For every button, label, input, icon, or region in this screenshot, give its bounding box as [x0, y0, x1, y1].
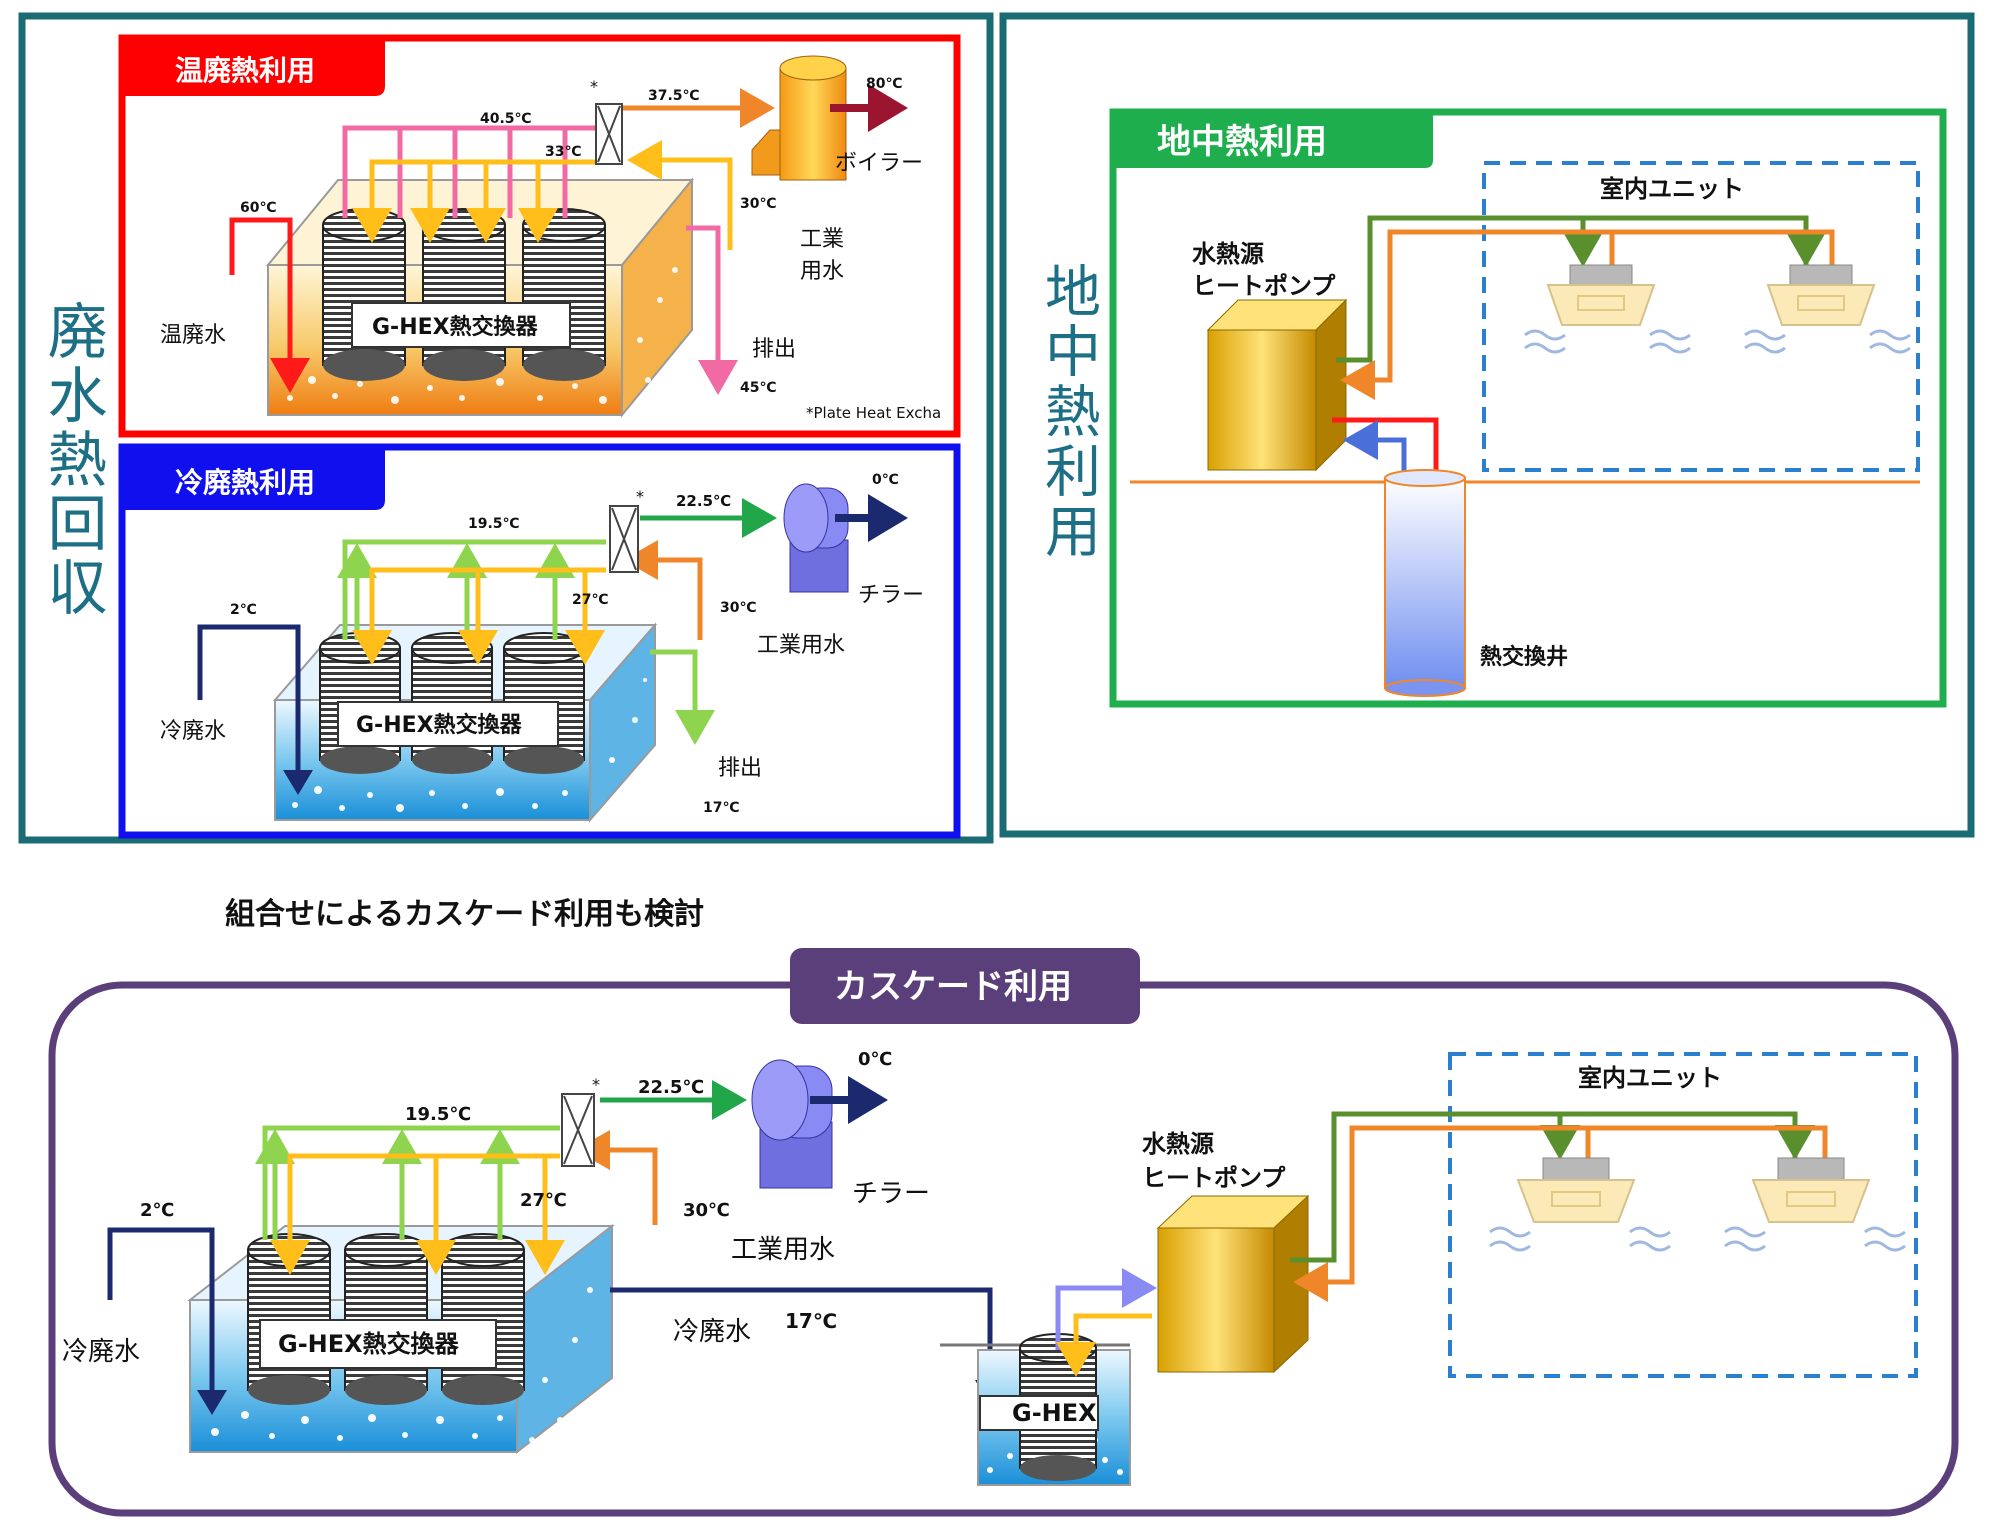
chiller-icon — [783, 483, 908, 593]
cascade-temp-return: 27℃ — [520, 1190, 567, 1211]
hot-temp-out: 37.5℃ — [648, 88, 700, 104]
cold-temp-discharge: 17℃ — [703, 800, 739, 816]
geo-heat-exchange-well — [1384, 469, 1466, 697]
waste-heat-vertical-title: 廃水熱回収 — [37, 300, 107, 620]
cold-chiller-label: チラー — [858, 583, 924, 608]
cold-panel-tab — [122, 447, 385, 510]
cold-panel-frame — [118, 443, 961, 839]
hot-temp-return: 33℃ — [545, 144, 581, 160]
cascade-panel: カスケード利用 G-HEX熱交換器 — [48, 948, 1959, 1517]
cold-panel-label: 冷廃熱利用 — [175, 466, 315, 499]
cascade-temp-flow: 17℃ — [785, 1309, 837, 1333]
cascade-chiller-label: チラー — [852, 1179, 930, 1209]
combination-note: 組合せによるカスケード利用も検討 — [225, 897, 704, 932]
cascade-heat-pump-label-2: ヒートポンプ — [1142, 1164, 1286, 1192]
cascade-temp-loop: 19.5℃ — [405, 1104, 471, 1125]
hot-piping — [229, 88, 775, 395]
cascade-temp-out: 22.5℃ — [638, 1077, 704, 1098]
cold-valve-marker: * — [636, 487, 644, 506]
geo-panel-label: 地中熱利用 — [1157, 122, 1327, 162]
hot-temp-boiler: 80℃ — [866, 76, 902, 92]
cold-discharge-label: 排出 — [718, 756, 762, 781]
hot-footnote: *Plate Heat Excha — [806, 404, 941, 422]
cold-temp-water: 30℃ — [720, 600, 756, 616]
small-ghex-label: G-HEX — [1012, 1399, 1097, 1427]
hot-waste-heat-panel: 温廃熱利用 G-HEX熱交換器 — [118, 34, 961, 438]
hot-panel-frame — [118, 34, 961, 438]
cold-waste-heat-panel: 冷廃熱利用 G-HEX熱交換器 — [118, 443, 961, 839]
hot-hex-cylinders — [322, 208, 606, 381]
cold-temp-return: 27℃ — [572, 592, 608, 608]
cascade-water-label: 工業用水 — [731, 1235, 835, 1265]
cascade-pit-piping — [1055, 1268, 1157, 1377]
hot-panel-label: 温廃熱利用 — [175, 54, 315, 87]
hot-temp-in: 60℃ — [240, 200, 276, 216]
hot-discharge-label: 排出 — [752, 337, 796, 362]
cascade-temp-water: 30℃ — [683, 1200, 730, 1221]
hot-boiler-label: ボイラー — [835, 151, 923, 176]
geo-heat-pump-icon — [1206, 298, 1348, 472]
cascade-valve-marker: * — [592, 1075, 600, 1094]
hot-water-label-2: 用水 — [800, 259, 844, 284]
geo-indoor-unit-2 — [1744, 264, 1911, 354]
cascade-indoor-unit-1 — [1489, 1157, 1671, 1252]
cold-piping — [197, 498, 777, 795]
cascade-indoor-zone — [1448, 1052, 1918, 1378]
cascade-temp-chiller: 0℃ — [858, 1049, 892, 1070]
cold-hex-cylinders — [319, 632, 585, 774]
cold-temp-chiller: 0℃ — [872, 472, 899, 488]
cascade-source-label: 冷廃水 — [62, 1337, 140, 1367]
hot-hex-label: G-HEX熱交換器 — [372, 314, 539, 340]
geo-well-label: 熱交換井 — [1480, 644, 1568, 670]
geothermal-panel: 地中熱利用 室内ユニット 水熱源 ヒートポンプ 熱交換井 — [1109, 108, 1947, 708]
geo-heat-pump-label-1: 水熱源 — [1192, 240, 1264, 268]
cold-temp-in: 2℃ — [230, 602, 257, 618]
cascade-valve-x — [563, 1095, 593, 1165]
geo-indoor-label: 室内ユニット — [1600, 175, 1744, 203]
cold-valve-x — [611, 507, 637, 571]
cascade-tab — [790, 948, 1140, 1024]
cold-temp-loop: 19.5℃ — [468, 516, 520, 532]
cascade-indoor-unit-2 — [1724, 1157, 1906, 1252]
cascade-indoor-piping — [1290, 1111, 1828, 1302]
hot-temp-discharge: 45℃ — [740, 380, 776, 396]
geo-indoor-unit-1 — [1524, 264, 1691, 354]
geo-panel-tab — [1113, 112, 1433, 168]
hot-temp-loop: 40.5℃ — [480, 111, 532, 127]
cold-temp-out: 22.5℃ — [676, 492, 731, 510]
geothermal-vertical-title: 地中熱利用 — [1036, 262, 1101, 562]
geo-indoor-zone — [1482, 161, 1920, 472]
cold-water-label: 工業用水 — [757, 633, 845, 658]
cascade-indoor-label: 室内ユニット — [1578, 1064, 1722, 1092]
cold-source-label: 冷廃水 — [160, 719, 226, 744]
cascade-temp-in: 2℃ — [140, 1200, 174, 1221]
cold-hex-label: G-HEX熱交換器 — [356, 712, 523, 738]
geo-panel-frame — [1109, 108, 1947, 708]
hot-source-label: 温廃水 — [160, 323, 226, 348]
boiler-icon — [751, 55, 908, 181]
hot-valve-marker: * — [590, 77, 598, 96]
cascade-heat-pump-icon — [1156, 1194, 1310, 1374]
cascade-heat-pump-label-1: 水熱源 — [1142, 1130, 1214, 1158]
cascade-chiller-icon — [751, 1059, 888, 1189]
geo-heat-pump-label-2: ヒートポンプ — [1192, 272, 1336, 300]
cascade-hex-label: G-HEX熱交換器 — [278, 1330, 460, 1358]
cascade-tab-label: カスケード利用 — [834, 967, 1072, 1007]
hot-water-label-1: 工業 — [800, 227, 844, 252]
hot-panel-tab — [122, 38, 385, 96]
hot-temp-water: 30℃ — [740, 196, 776, 212]
hot-valve-x — [597, 105, 621, 163]
cascade-flow-label: 冷廃水 — [673, 1317, 751, 1347]
